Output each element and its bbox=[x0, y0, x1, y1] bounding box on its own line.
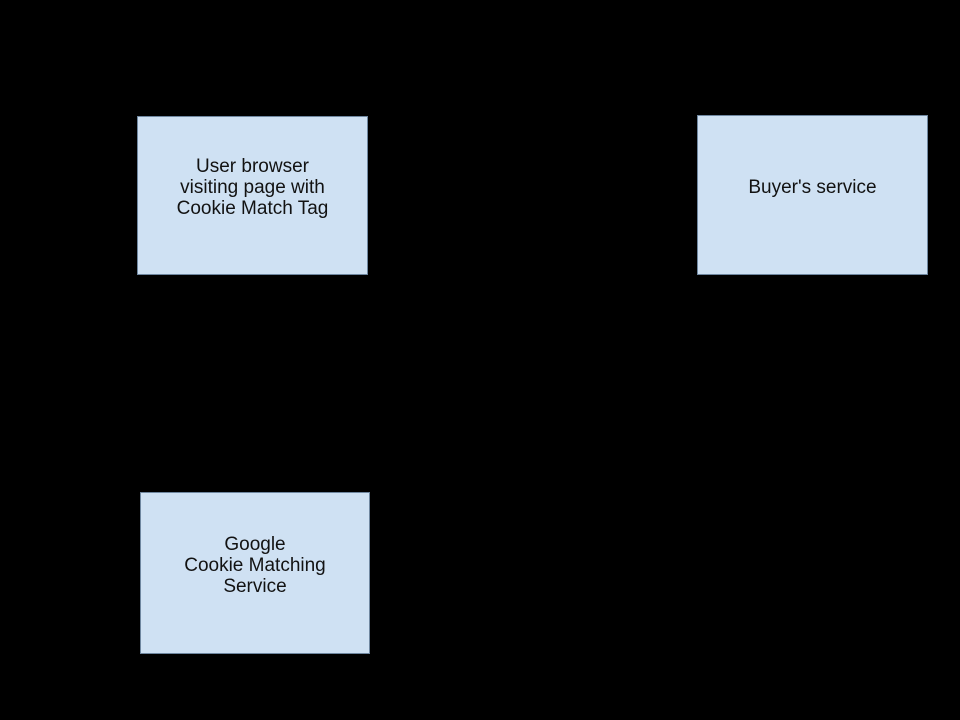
node-text-line: Cookie Matching bbox=[184, 554, 326, 576]
node-user-browser: User browser visiting page with Cookie M… bbox=[137, 116, 368, 275]
node-text-line: visiting page with bbox=[180, 177, 325, 198]
node-text-line: Google bbox=[224, 533, 286, 555]
node-text-line: Cookie Match Tag bbox=[176, 198, 329, 219]
node-text-line: Buyer's service bbox=[748, 176, 877, 198]
node-buyers-service: Buyer's service bbox=[697, 115, 928, 275]
node-text-line: User browser bbox=[196, 156, 309, 177]
node-google-cookie-matching-service: Google Cookie Matching Service bbox=[140, 492, 370, 654]
node-text-line: Service bbox=[223, 575, 287, 597]
